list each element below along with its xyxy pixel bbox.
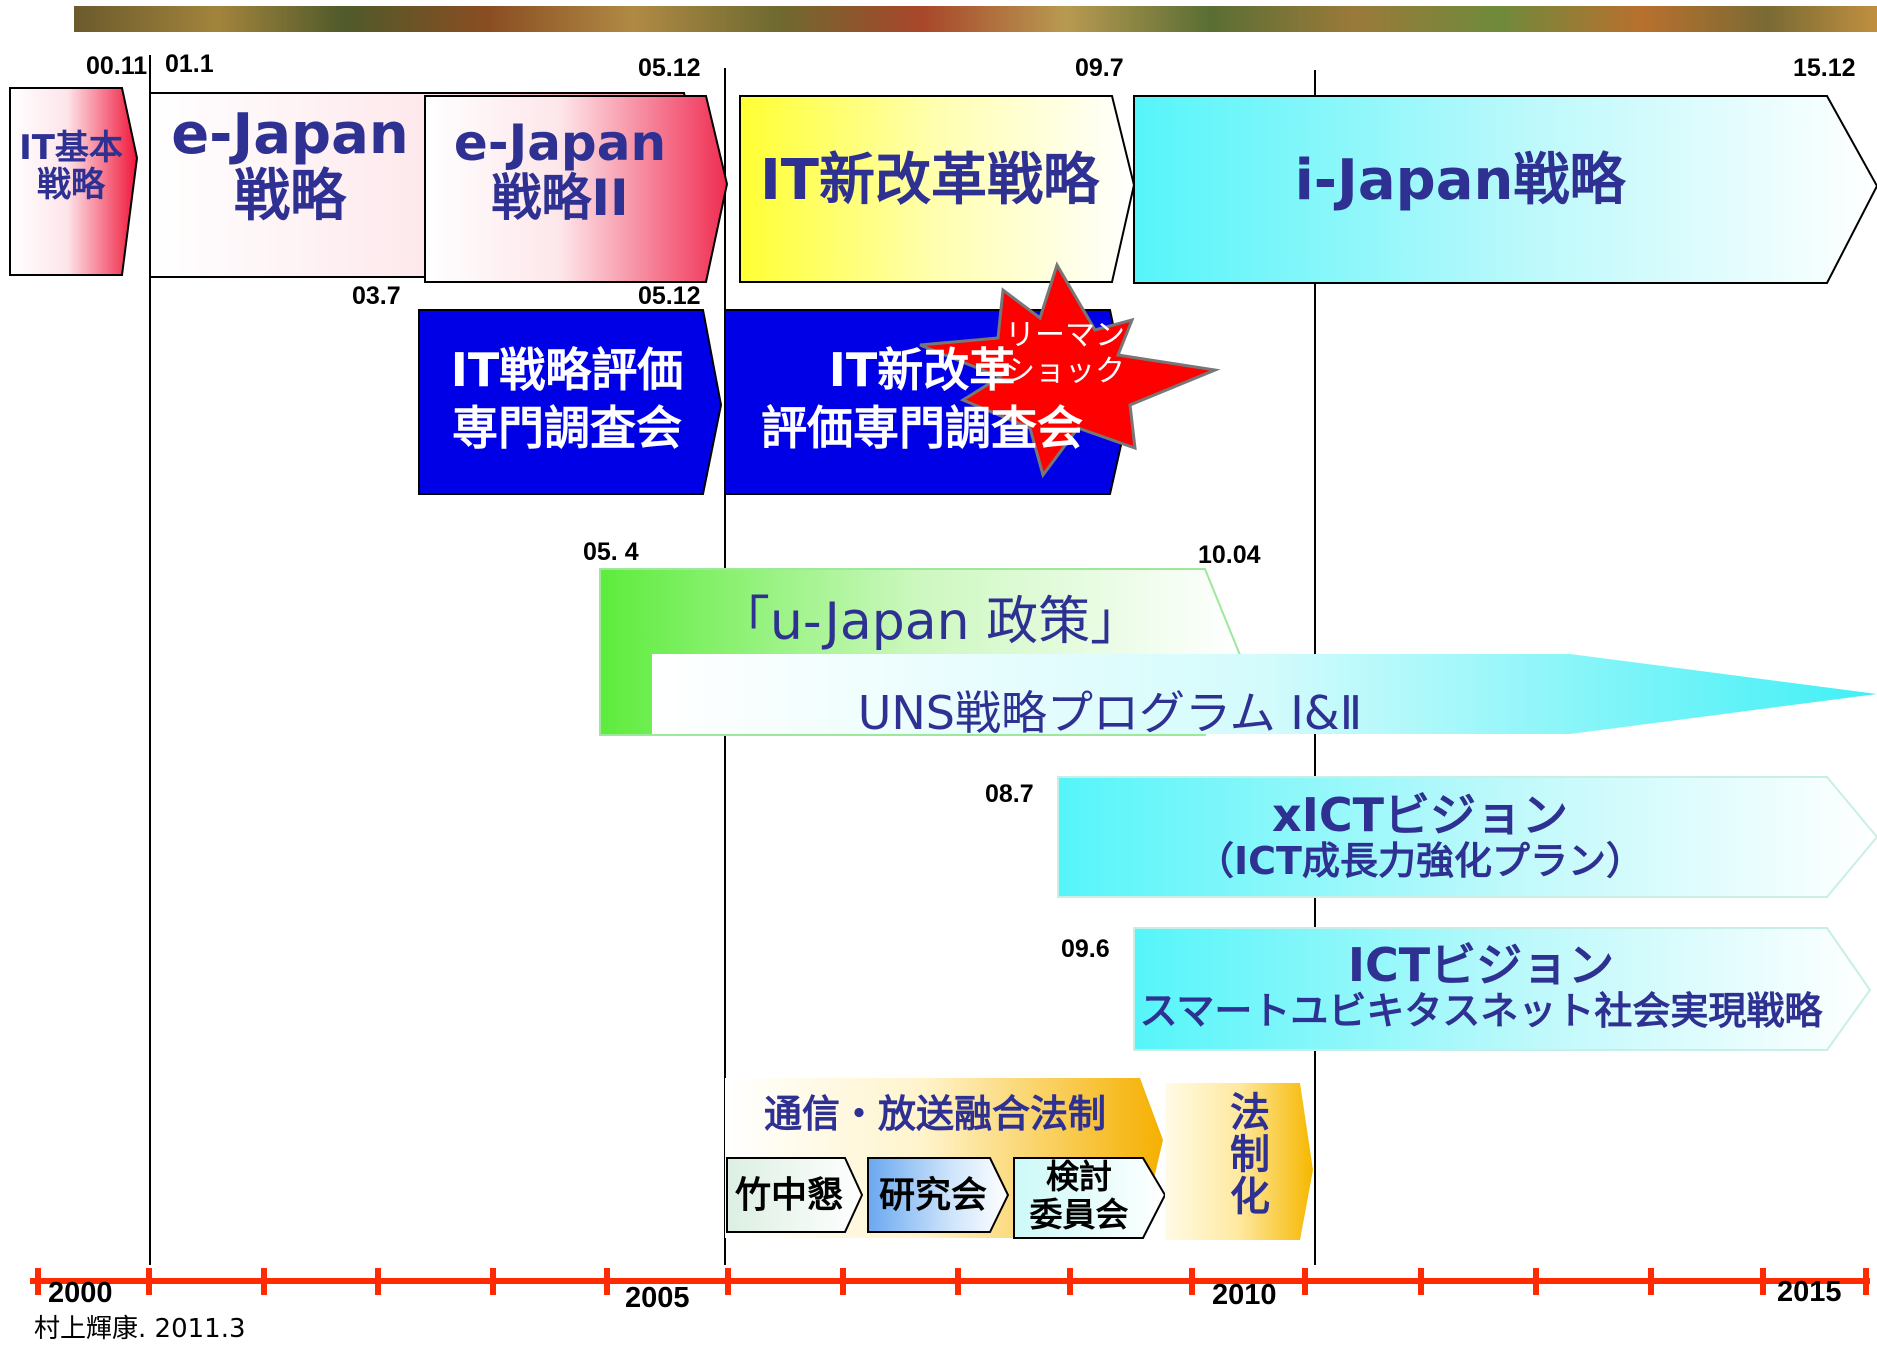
date-label: 09.6 [1061,935,1110,963]
takenaka-panel-arrow [726,1157,864,1233]
date-label: 09.7 [1075,54,1124,82]
date-label: 08.7 [985,780,1034,808]
ejapan-strategy-label: e-Japan 戦略 [171,102,409,229]
date-label: 00.11 [86,52,148,80]
study-group-label: 研究会 [878,1175,987,1216]
review-committee-arrow [1013,1157,1167,1239]
lehman-shock-burst [919,261,1221,479]
ejapan-strategy2-arrow [424,95,729,283]
it-new-reform-label: IT新改革戦略 [759,148,1100,213]
it-strategy-eval-arrow [418,309,723,495]
ejapan-strategy2-label: e-Japan 戦略II [453,114,667,227]
author-credit: 村上輝康. 2011.3 [34,1314,246,1344]
lehman-shock-label: リーマン ショック [1005,318,1125,389]
date-label: 15.12 [1793,54,1856,82]
broadcast-law-label: 通信・放送融合法制 [763,1092,1106,1136]
date-label: 05.12 [638,282,701,310]
year-label: 2005 [625,1282,690,1314]
date-label: 03.7 [352,282,401,310]
takenaka-panel-label: 竹中懇 [734,1175,843,1216]
decorative-banner [74,6,1877,32]
date-label: 05.12 [638,54,701,82]
it-strategy-eval-label: IT戦略評価 専門調査会 [450,343,684,455]
ijapan-strategy-arrow [1133,95,1877,284]
study-group-arrow [867,1157,1010,1233]
axis-ticks [35,1268,1869,1295]
it-new-eval-label: IT新改革 評価専門調査会 [761,343,1083,455]
year-label: 2015 [1777,1276,1842,1308]
legislation-label: 法 制 化 [1230,1090,1270,1220]
year-label: 2000 [48,1277,113,1309]
review-committee-label: 検討 委員会 [1029,1157,1129,1234]
ict-vision-arrow [1133,927,1872,1051]
ujapan-policy-label: 「u-Japan 政策」 [717,592,1143,652]
it-basic-strategy-label: IT基本 戦略 [19,128,123,206]
uns-strategy-label: UNS戦略プログラム Ⅰ&Ⅱ [857,686,1363,740]
year-label: 2010 [1212,1279,1277,1311]
uns-strategy-arrow [652,654,1877,734]
it-new-reform-arrow [739,95,1136,283]
ijapan-strategy-label: i-Japan戦略 [1294,148,1626,213]
it-basic-strategy-arrow [9,87,139,276]
ict-vision-label: ICTビジョン スマートユビキタスネット社会実現戦略 [1139,938,1823,1033]
date-label: 01.1 [165,50,214,78]
date-label: 10.04 [1198,541,1261,569]
xict-vision-label: xICTビジョン （ICT成長力強化プラン） [1196,788,1644,883]
date-label: 05. 4 [583,538,639,566]
xict-vision-arrow [1057,776,1877,898]
legislation-arrow [1165,1083,1313,1240]
